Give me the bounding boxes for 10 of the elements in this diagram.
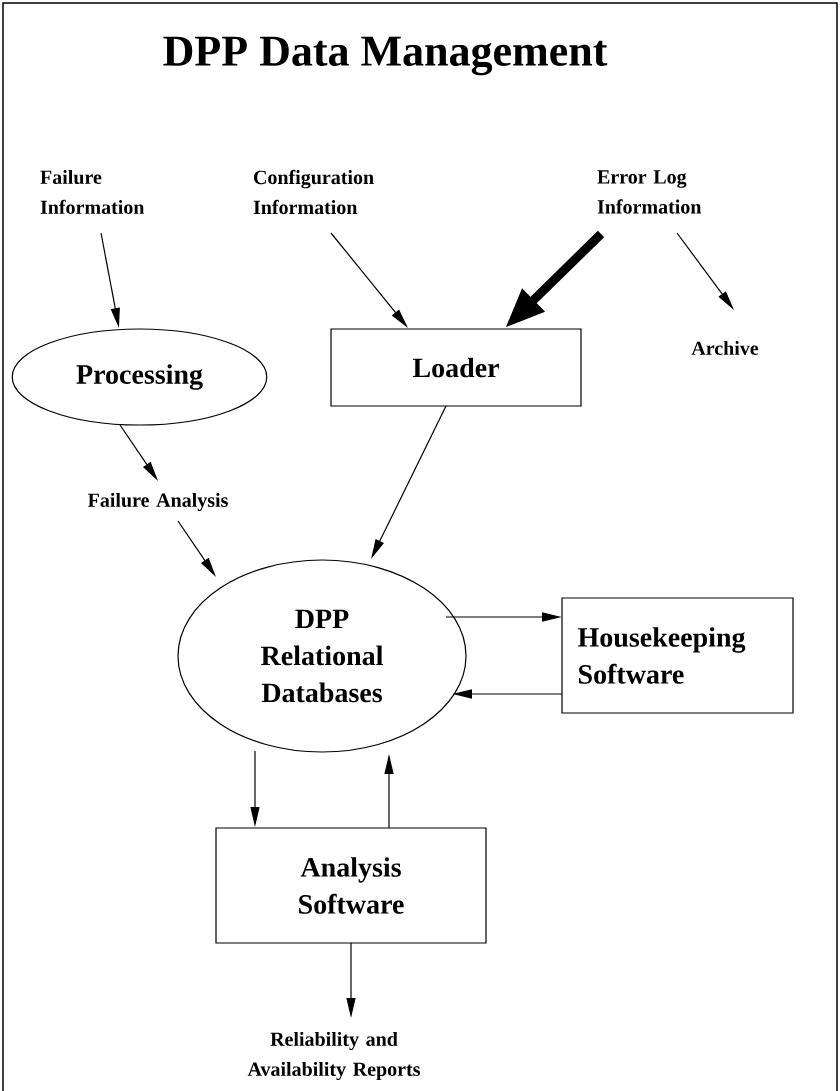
flow-label: Archive (691, 340, 759, 356)
process-box: Analysis Software (215, 827, 487, 944)
flow-label: Error Log Information (597, 170, 702, 214)
flow-label: Reliability and Availability Reports (247, 1031, 420, 1081)
process-box: Loader (330, 328, 582, 407)
process-box: Housekeeping Software (561, 597, 794, 714)
title: DPP Data Management (163, 36, 608, 76)
flow-label: Configuration Information (253, 169, 374, 215)
flow-label: Failure Analysis (87, 492, 228, 512)
flow-label: Failure Information (40, 169, 145, 215)
